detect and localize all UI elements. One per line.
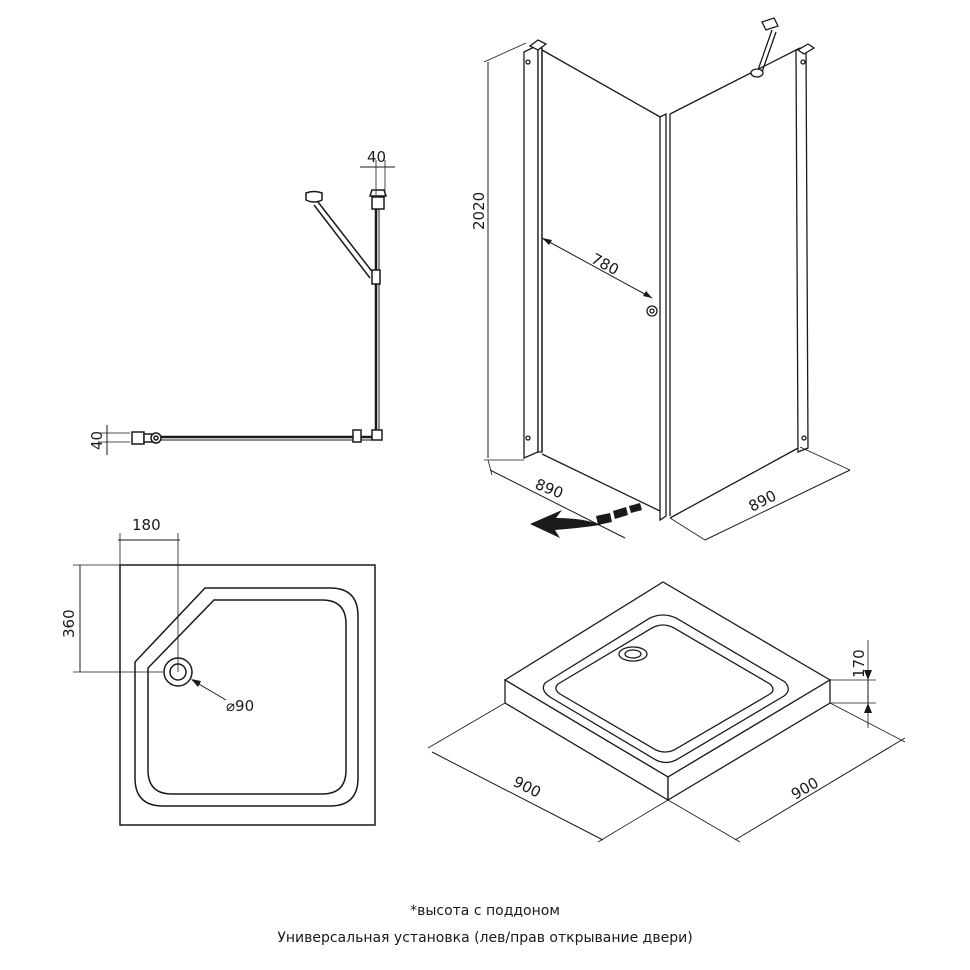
drain-offset-x-label: 180 <box>132 516 161 534</box>
tray-3d-dimensions: 900 900 170 <box>427 640 906 843</box>
enclosure-top-view <box>131 189 388 445</box>
pivot-offset-label: 40 <box>88 431 106 450</box>
door-swing-arrow-icon <box>530 503 642 538</box>
tray-width-label: 900 <box>510 773 544 802</box>
top-view-dimensions: 40 40 <box>88 148 395 455</box>
tray-plan-dimensions: 180 360 ⌀90 <box>60 516 254 715</box>
drain-offset-y-label: 360 <box>60 609 78 638</box>
drain-diameter-label: ⌀90 <box>226 697 254 715</box>
depth-left-label: 890 <box>533 475 566 502</box>
door-width-label: 780 <box>588 250 622 279</box>
enclosure-3d-view <box>523 17 816 522</box>
tray-3d-view <box>503 581 832 802</box>
side-offset-label: 40 <box>367 148 386 166</box>
tray-height-label: 170 <box>850 649 868 678</box>
height-note: *высота с поддоном <box>410 903 560 919</box>
installation-note: Универсальная установка (лев/прав открыв… <box>277 930 693 946</box>
depth-right-label: 890 <box>746 487 780 516</box>
tray-plan-view <box>119 564 376 826</box>
tray-depth-label: 900 <box>788 774 822 804</box>
height-label: 2020 <box>470 192 488 230</box>
